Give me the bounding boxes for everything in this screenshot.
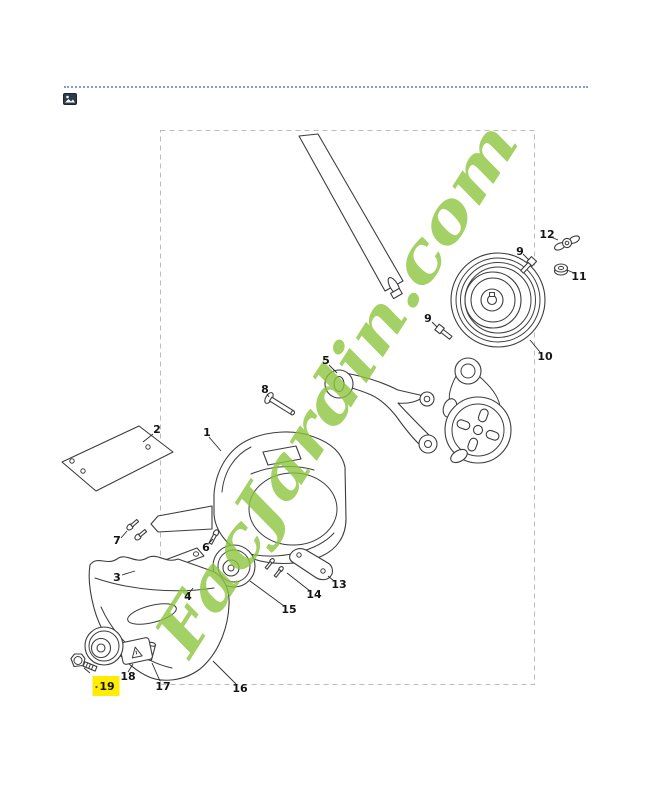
roller-wheel — [84, 626, 124, 666]
image-icon — [63, 90, 77, 105]
screws-part-7 — [126, 518, 148, 541]
part-label-19[interactable]: 19 — [99, 680, 114, 693]
pulley-disc-part-15 — [212, 544, 256, 588]
part-label-14[interactable]: 14 — [306, 588, 322, 601]
bolt-part-9-upper — [520, 256, 538, 274]
nut-part-11 — [553, 263, 569, 276]
bolt-part-19 — [70, 653, 98, 672]
part-label-16[interactable]: 16 — [232, 682, 248, 695]
part-label-13[interactable]: 13 — [331, 578, 346, 591]
part-label-5[interactable]: 5 — [322, 354, 330, 367]
part-label-18[interactable]: 18 — [120, 670, 135, 683]
main-guard-part-1 — [150, 431, 347, 564]
part-label-10[interactable]: 10 — [537, 350, 553, 363]
part-label-15[interactable]: 15 — [281, 603, 296, 616]
mounting-plate-part-2 — [61, 425, 174, 492]
wing-nut-part-12 — [554, 235, 580, 251]
bolt-part-8 — [264, 392, 296, 416]
leader-dot — [95, 685, 98, 689]
part-label-3[interactable]: 3 — [113, 571, 121, 584]
bracket-part-13 — [289, 548, 333, 581]
leader-lines — [83, 236, 575, 685]
wheel-part-10 — [450, 252, 546, 348]
bolt-part-9-lower — [434, 323, 453, 340]
part-label-9-lower[interactable]: 9 — [424, 312, 432, 325]
part-label-7[interactable]: 7 — [113, 534, 121, 547]
dotted-divider — [64, 86, 588, 88]
gearbox-housing — [442, 357, 512, 464]
part-label-1[interactable]: 1 — [203, 426, 211, 439]
part-label-17[interactable]: 17 — [155, 680, 170, 693]
part-label-8[interactable]: 8 — [261, 383, 269, 396]
part-label-12[interactable]: 12 — [539, 228, 554, 241]
part-label-6[interactable]: 6 — [202, 541, 210, 554]
part-label-4[interactable]: 4 — [184, 590, 192, 603]
warning-plate-part-18 — [119, 637, 153, 665]
diagram-dashed-border — [160, 130, 535, 685]
part-label-9-upper[interactable]: 9 — [516, 245, 524, 258]
fork-lever-part-5 — [324, 369, 438, 454]
highlight-box-part-19[interactable] — [92, 676, 120, 696]
part-label-11[interactable]: 11 — [571, 270, 586, 283]
drive-shaft-tube — [298, 133, 404, 300]
gearbox-hub-slots — [456, 408, 500, 452]
part-label-2[interactable]: 2 — [153, 423, 161, 436]
screws-part-14 — [264, 558, 284, 578]
